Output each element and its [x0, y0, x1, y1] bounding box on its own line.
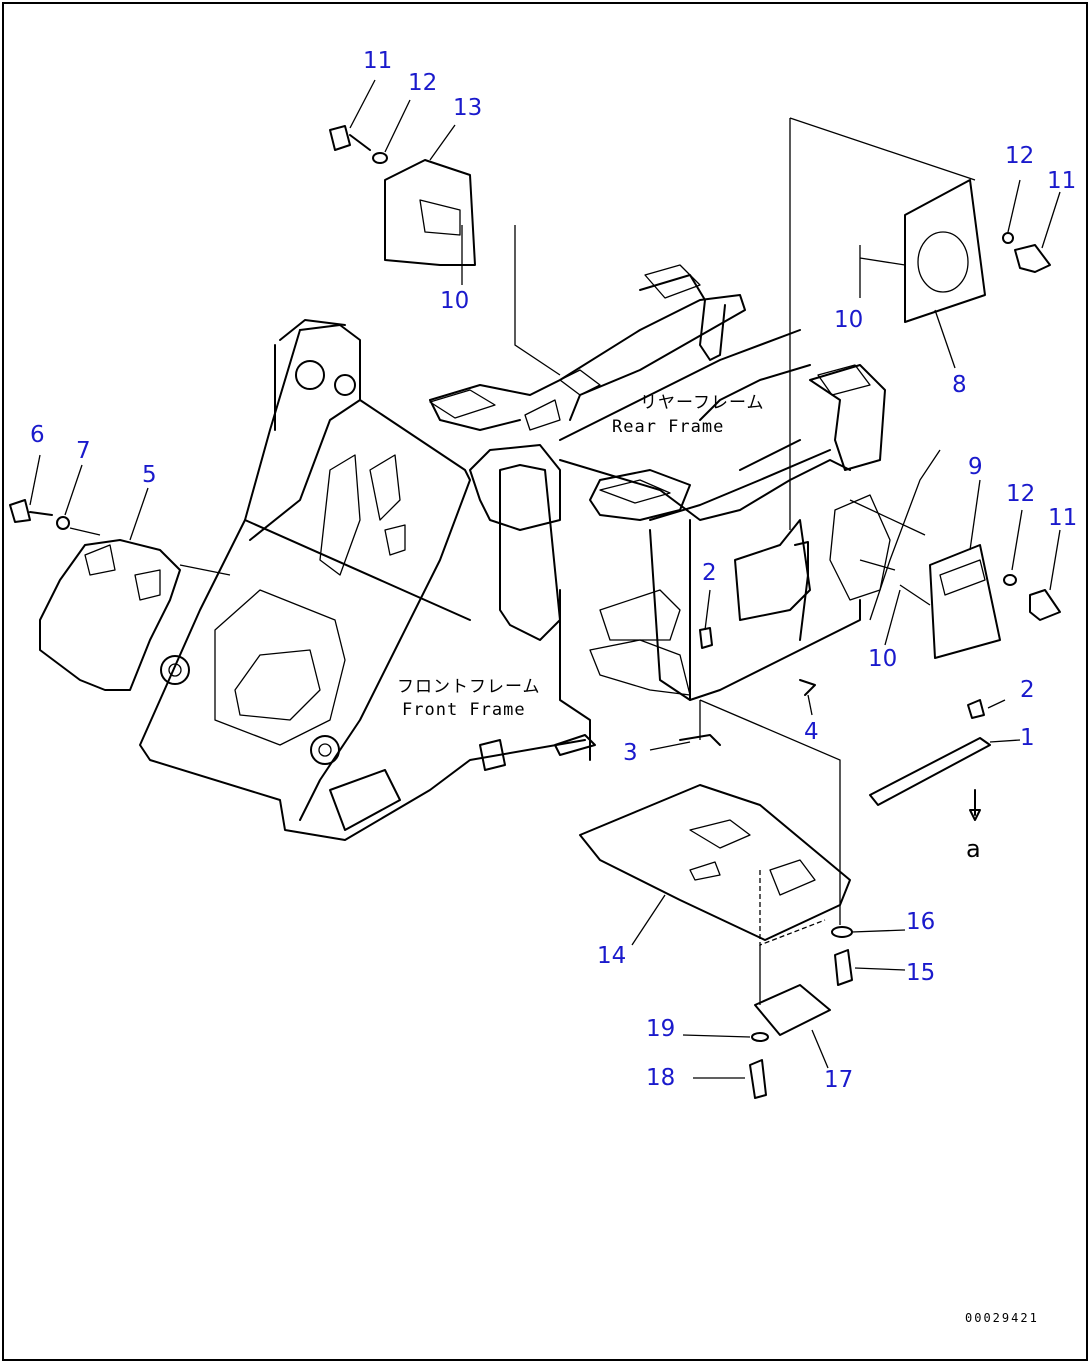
washer-12-right-mid	[1003, 574, 1017, 586]
callout-2: 2	[702, 560, 717, 586]
rear-frame-drawing	[429, 264, 891, 761]
rear-frame-label-jp: リヤーフレーム	[640, 393, 764, 413]
cover-plate-9	[929, 544, 1001, 659]
callout-19: 19	[646, 1016, 675, 1042]
bolt-15	[834, 949, 853, 986]
callout-17: 17	[824, 1067, 853, 1093]
callout-4: 4	[804, 719, 819, 745]
callout-16: 16	[906, 909, 935, 935]
rod-4	[794, 541, 809, 641]
bolt-11-right-mid	[1029, 589, 1061, 621]
callout-12: 12	[408, 70, 437, 96]
drawing-code: 00029421	[965, 1311, 1039, 1325]
callouts: 11 12 13 10 12 11 10 8 6 7 5 9 12 11 2 1…	[30, 48, 1077, 1093]
bolt-6	[9, 499, 53, 523]
callout-13: 13	[453, 95, 482, 121]
callout-3: 3	[623, 740, 638, 766]
callout-5: 5	[142, 462, 157, 488]
callout-8: 8	[952, 372, 967, 398]
callout-11: 11	[1048, 505, 1077, 531]
callout-14: 14	[597, 943, 626, 969]
cover-plate-5	[39, 539, 181, 691]
callout-1: 1	[1020, 725, 1035, 751]
bracket-4	[799, 679, 816, 696]
callout-12: 12	[1006, 481, 1035, 507]
small-plate-17	[754, 984, 831, 1036]
link-bar-1	[869, 737, 991, 806]
bolt-2-center	[699, 627, 713, 649]
leader-lines	[29, 79, 1061, 1079]
washer-7	[56, 516, 70, 530]
front-frame-label-en: Front Frame	[402, 700, 526, 720]
washer-16	[831, 926, 853, 938]
cover-plate-13	[384, 159, 476, 266]
bolt-18	[749, 1059, 767, 1099]
callout-10: 10	[868, 646, 897, 672]
washer-19	[751, 1032, 769, 1042]
bolt-11-right-top	[1014, 244, 1051, 273]
callout-12: 12	[1005, 143, 1034, 169]
view-letter: a	[966, 835, 981, 863]
cover-plate-8-hole	[917, 231, 969, 293]
callout-15: 15	[906, 960, 935, 986]
front-frame-drawing	[139, 319, 596, 841]
under-cover-14	[579, 784, 851, 941]
bracket-3	[679, 734, 721, 746]
callout-9: 9	[968, 454, 983, 480]
bolt-2-right	[967, 699, 985, 719]
callout-18: 18	[646, 1065, 675, 1091]
bolt-11-top	[329, 125, 371, 151]
callout-10: 10	[440, 288, 469, 314]
rear-frame-label-en: Rear Frame	[612, 417, 724, 437]
callout-7: 7	[76, 438, 91, 464]
callout-2: 2	[1020, 677, 1035, 703]
washer-12-top	[372, 152, 388, 164]
cover-plate-8	[904, 179, 986, 323]
callout-11: 11	[1047, 168, 1076, 194]
callout-6: 6	[30, 422, 45, 448]
callout-11: 11	[363, 48, 392, 74]
front-frame-label-jp: フロントフレーム	[397, 677, 541, 697]
callout-10: 10	[834, 307, 863, 333]
washer-12-right-top	[1002, 232, 1014, 244]
